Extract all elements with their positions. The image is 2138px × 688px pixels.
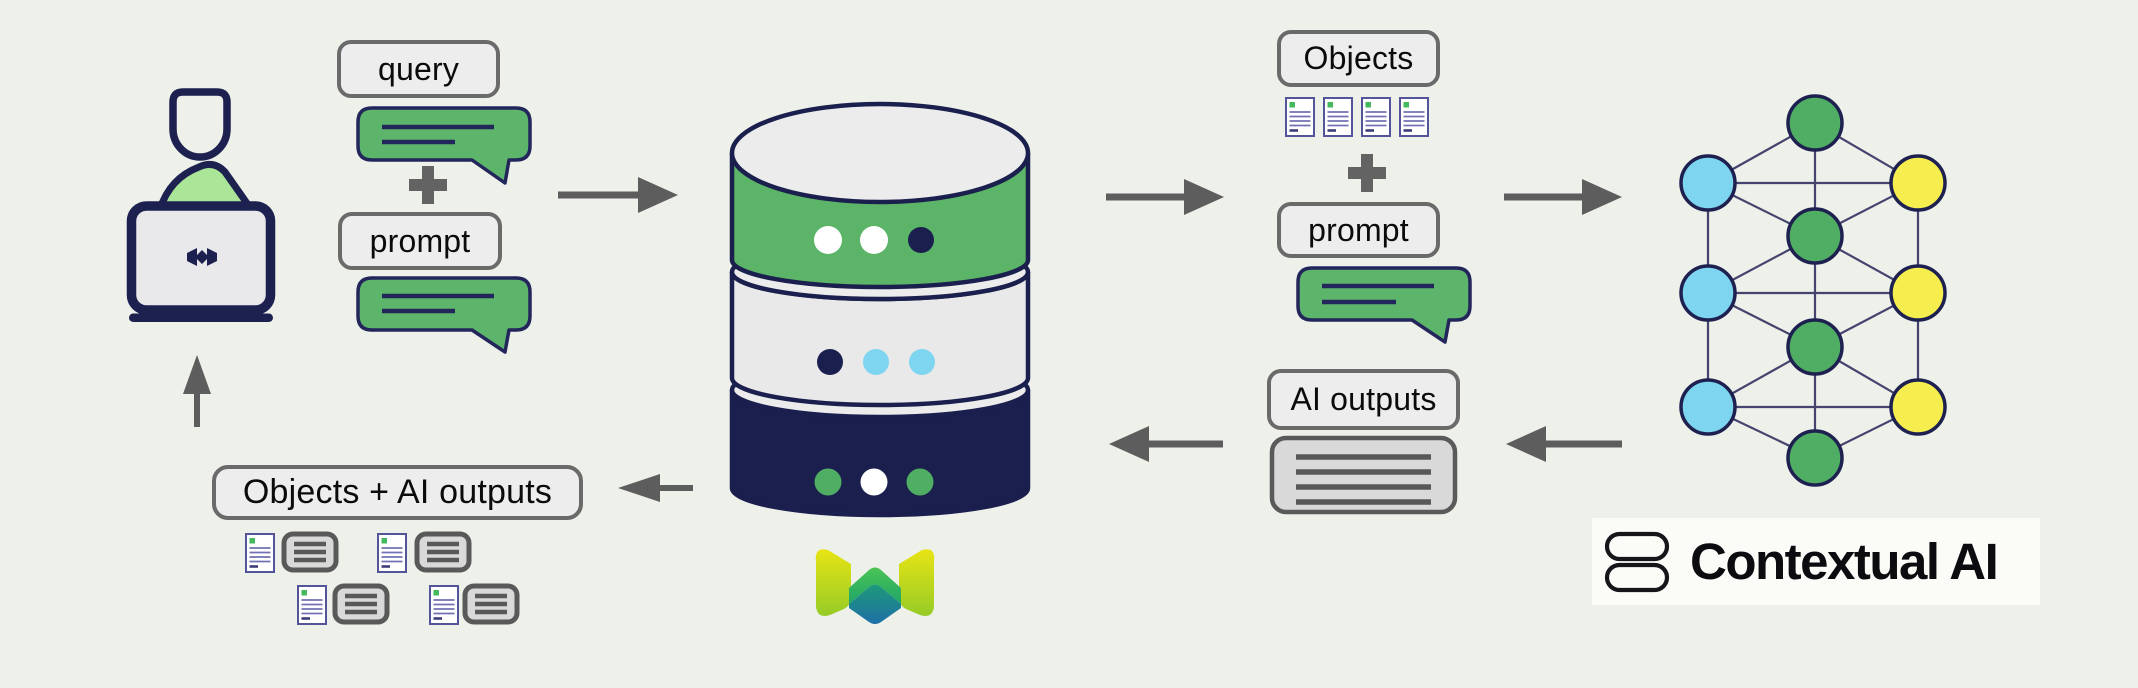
- network-node-green: [1786, 207, 1844, 265]
- network-node-green: [1786, 94, 1844, 152]
- weaviate-logo-icon: [815, 549, 935, 624]
- prompt-input-label: prompt: [338, 212, 502, 270]
- network-node-yellow: [1889, 264, 1947, 322]
- ai-outputs-label-text: AI outputs: [1290, 381, 1437, 417]
- arrow-left-database-to-objects-ai-outputs: [618, 474, 693, 502]
- contextual-ai-logo-text: Contextual AI: [1690, 533, 1999, 590]
- document-icon: [244, 532, 276, 574]
- network-node-blue: [1679, 264, 1737, 322]
- arrow-right-user-query-to-database: [558, 177, 678, 213]
- arrow-right-objects-prompt-to-model: [1504, 179, 1622, 215]
- prompt-input-label-text: prompt: [369, 222, 471, 259]
- arrow-left-model-to-ai-outputs: [1506, 426, 1622, 462]
- network-node-green: [1786, 429, 1844, 487]
- database-icon: [729, 101, 1031, 518]
- network-node-blue: [1679, 378, 1737, 436]
- arrow-up-to-user: [183, 355, 211, 427]
- neural-network-icon: [1679, 94, 1947, 487]
- network-node-blue: [1679, 154, 1737, 212]
- objects-ai-outputs-icons: [244, 532, 517, 626]
- objects-plus-ai-outputs-label: Objects + AI outputs: [212, 465, 583, 520]
- user-head: [169, 88, 231, 161]
- plus-icon: [409, 166, 447, 204]
- document-icon: [428, 584, 460, 626]
- document-icon: [1360, 96, 1392, 138]
- ai-output-icon: [284, 534, 336, 570]
- network-node-yellow: [1889, 154, 1947, 212]
- ai-output-icon: [417, 534, 469, 570]
- arrow-left-ai-outputs-to-database: [1109, 426, 1223, 462]
- chat-bubble-query-icon: [356, 106, 532, 185]
- user-at-laptop-icon: [126, 88, 276, 322]
- document-icon: [296, 584, 328, 626]
- document-icon: [1284, 96, 1316, 138]
- contextual-ai-logo-icon: [1604, 531, 1670, 592]
- laptop-logo-glyph: [187, 248, 217, 266]
- prompt-rag-label: prompt: [1277, 202, 1440, 258]
- ai-output-text-icon: [1269, 435, 1458, 515]
- objects-plus-ai-outputs-label-text: Objects + AI outputs: [242, 473, 553, 511]
- document-icon: [1398, 96, 1430, 138]
- query-label: query: [337, 40, 500, 98]
- database-tier-dots: [814, 226, 935, 496]
- laptop-base: [129, 313, 273, 322]
- ai-outputs-label: AI outputs: [1267, 369, 1460, 430]
- network-node-yellow: [1889, 378, 1947, 436]
- ai-output-icon: [465, 586, 517, 622]
- user-shoulders: [156, 160, 255, 213]
- document-icon: [1322, 96, 1354, 138]
- objects-documents-icons: [1284, 96, 1430, 138]
- document-icon: [376, 532, 408, 574]
- network-node-green: [1786, 318, 1844, 376]
- objects-label-text: Objects: [1303, 40, 1414, 76]
- database-top-ellipse: [729, 101, 1031, 205]
- chat-bubble-prompt-rag-icon: [1296, 266, 1472, 344]
- plus-icon: [1348, 154, 1386, 192]
- prompt-rag-label-text: prompt: [1308, 211, 1409, 248]
- contextual-ai-logo: Contextual AI: [1592, 518, 2040, 605]
- arrow-right-database-to-objects: [1106, 179, 1224, 215]
- ai-output-icon: [335, 586, 387, 622]
- objects-label: Objects: [1277, 30, 1440, 87]
- chat-bubble-prompt-icon: [356, 276, 532, 354]
- query-label-text: query: [377, 50, 460, 87]
